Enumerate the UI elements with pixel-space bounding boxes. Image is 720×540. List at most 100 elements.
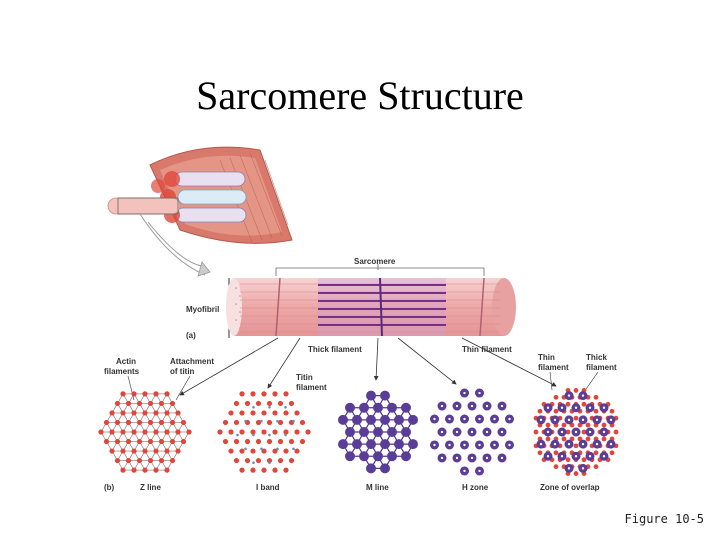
actin-dot bbox=[98, 429, 104, 435]
actin-dot bbox=[565, 401, 571, 407]
myosin-dot bbox=[401, 451, 411, 462]
actin-dot bbox=[537, 408, 543, 414]
myosin-dot bbox=[387, 451, 397, 462]
actin-dot bbox=[250, 467, 256, 473]
actin-dot bbox=[573, 415, 579, 421]
actin-dot bbox=[288, 400, 295, 407]
cross-section-h-zone bbox=[430, 388, 514, 476]
actin-dot bbox=[217, 429, 223, 435]
titin-dot bbox=[236, 433, 239, 437]
actin-dot bbox=[125, 400, 132, 407]
actin-dot bbox=[103, 419, 110, 426]
actin-dot bbox=[288, 438, 295, 445]
label-z-line: Z line bbox=[140, 483, 161, 492]
actin-dot bbox=[266, 400, 273, 407]
myosin-dot bbox=[366, 463, 376, 474]
actin-dot bbox=[244, 400, 251, 407]
actin-dot bbox=[239, 467, 245, 473]
myosin-dot bbox=[380, 390, 390, 401]
actin-dot bbox=[147, 419, 154, 426]
actin-dot bbox=[261, 448, 267, 454]
actin-dot bbox=[153, 410, 159, 416]
actin-dot bbox=[180, 438, 187, 445]
myosin-dot bbox=[345, 451, 355, 462]
actin-dot bbox=[175, 410, 181, 416]
actin-dot bbox=[573, 443, 579, 449]
titin-dot bbox=[268, 405, 271, 409]
actin-dot bbox=[266, 419, 273, 426]
actin-dot bbox=[147, 400, 154, 407]
titin-dot bbox=[268, 461, 271, 465]
actin-dot bbox=[222, 438, 229, 445]
actin-dot bbox=[158, 400, 165, 407]
label-titin-filament-1: Titin bbox=[296, 373, 313, 382]
pointer-arrows bbox=[179, 337, 557, 396]
myosin-dot bbox=[352, 439, 362, 450]
label-thick-b-2: filament bbox=[586, 363, 617, 372]
actin-dot bbox=[142, 448, 148, 454]
actin-dot bbox=[164, 467, 170, 473]
actin-dot bbox=[272, 410, 278, 416]
muscle-fiber-illustration bbox=[107, 146, 293, 244]
actin-dot bbox=[131, 391, 137, 397]
cross-section-i-band bbox=[217, 391, 311, 473]
myosin-dot bbox=[366, 414, 376, 425]
actin-dot bbox=[147, 457, 154, 464]
actin-dot bbox=[244, 438, 251, 445]
myosin-dot bbox=[352, 414, 362, 425]
actin-dot bbox=[164, 410, 170, 416]
actin-dot bbox=[593, 394, 599, 400]
actin-dot bbox=[169, 419, 176, 426]
label-m-line: M line bbox=[366, 483, 389, 492]
actin-dot bbox=[169, 438, 176, 445]
actin-dot bbox=[109, 410, 115, 416]
titin-dot bbox=[284, 405, 287, 409]
actin-dot bbox=[533, 429, 539, 435]
actin-dot bbox=[158, 457, 165, 464]
actin-dot bbox=[175, 448, 181, 454]
actin-dot bbox=[261, 410, 267, 416]
actin-dot bbox=[169, 457, 176, 464]
myosin-dot bbox=[401, 402, 411, 413]
titin-dot bbox=[268, 433, 271, 437]
actin-dot bbox=[581, 457, 587, 463]
actin-dot bbox=[109, 429, 115, 435]
actin-dot bbox=[537, 450, 543, 456]
actin-dot bbox=[125, 457, 132, 464]
actin-dot bbox=[553, 408, 559, 414]
actin-dot bbox=[283, 429, 289, 435]
actin-dot bbox=[593, 408, 599, 414]
actin-dot bbox=[299, 419, 306, 426]
actin-dot bbox=[255, 457, 262, 464]
label-sarcomere: Sarcomere bbox=[354, 257, 396, 266]
actin-dot bbox=[233, 419, 240, 426]
cross-section-m-line bbox=[338, 390, 418, 474]
label-titin-filament-2: filament bbox=[296, 383, 327, 392]
titin-dot bbox=[260, 447, 263, 451]
actin-dot bbox=[613, 429, 619, 435]
actin-dot bbox=[153, 467, 159, 473]
actin-dot bbox=[125, 438, 132, 445]
actin-dot bbox=[136, 400, 143, 407]
actin-dot bbox=[545, 436, 551, 442]
actin-dot bbox=[228, 448, 234, 454]
myosin-dot bbox=[359, 402, 369, 413]
actin-dot bbox=[250, 429, 256, 435]
actin-dot bbox=[585, 422, 591, 428]
actin-dot bbox=[131, 410, 137, 416]
label-titin-attach-1: Attachment bbox=[170, 357, 214, 366]
actin-dot bbox=[142, 410, 148, 416]
myosin-dot bbox=[408, 439, 418, 450]
actin-dot bbox=[545, 422, 551, 428]
actin-dot bbox=[120, 448, 126, 454]
actin-dot bbox=[250, 410, 256, 416]
actin-dot bbox=[131, 448, 137, 454]
actin-dot bbox=[581, 429, 587, 435]
label-thick-b-1: Thick bbox=[586, 353, 607, 362]
myosin-dot bbox=[366, 390, 376, 401]
myosin-dot bbox=[380, 439, 390, 450]
actin-dot bbox=[239, 410, 245, 416]
actin-dot bbox=[114, 419, 121, 426]
myosin-dot bbox=[380, 414, 390, 425]
myosin-dot bbox=[359, 451, 369, 462]
